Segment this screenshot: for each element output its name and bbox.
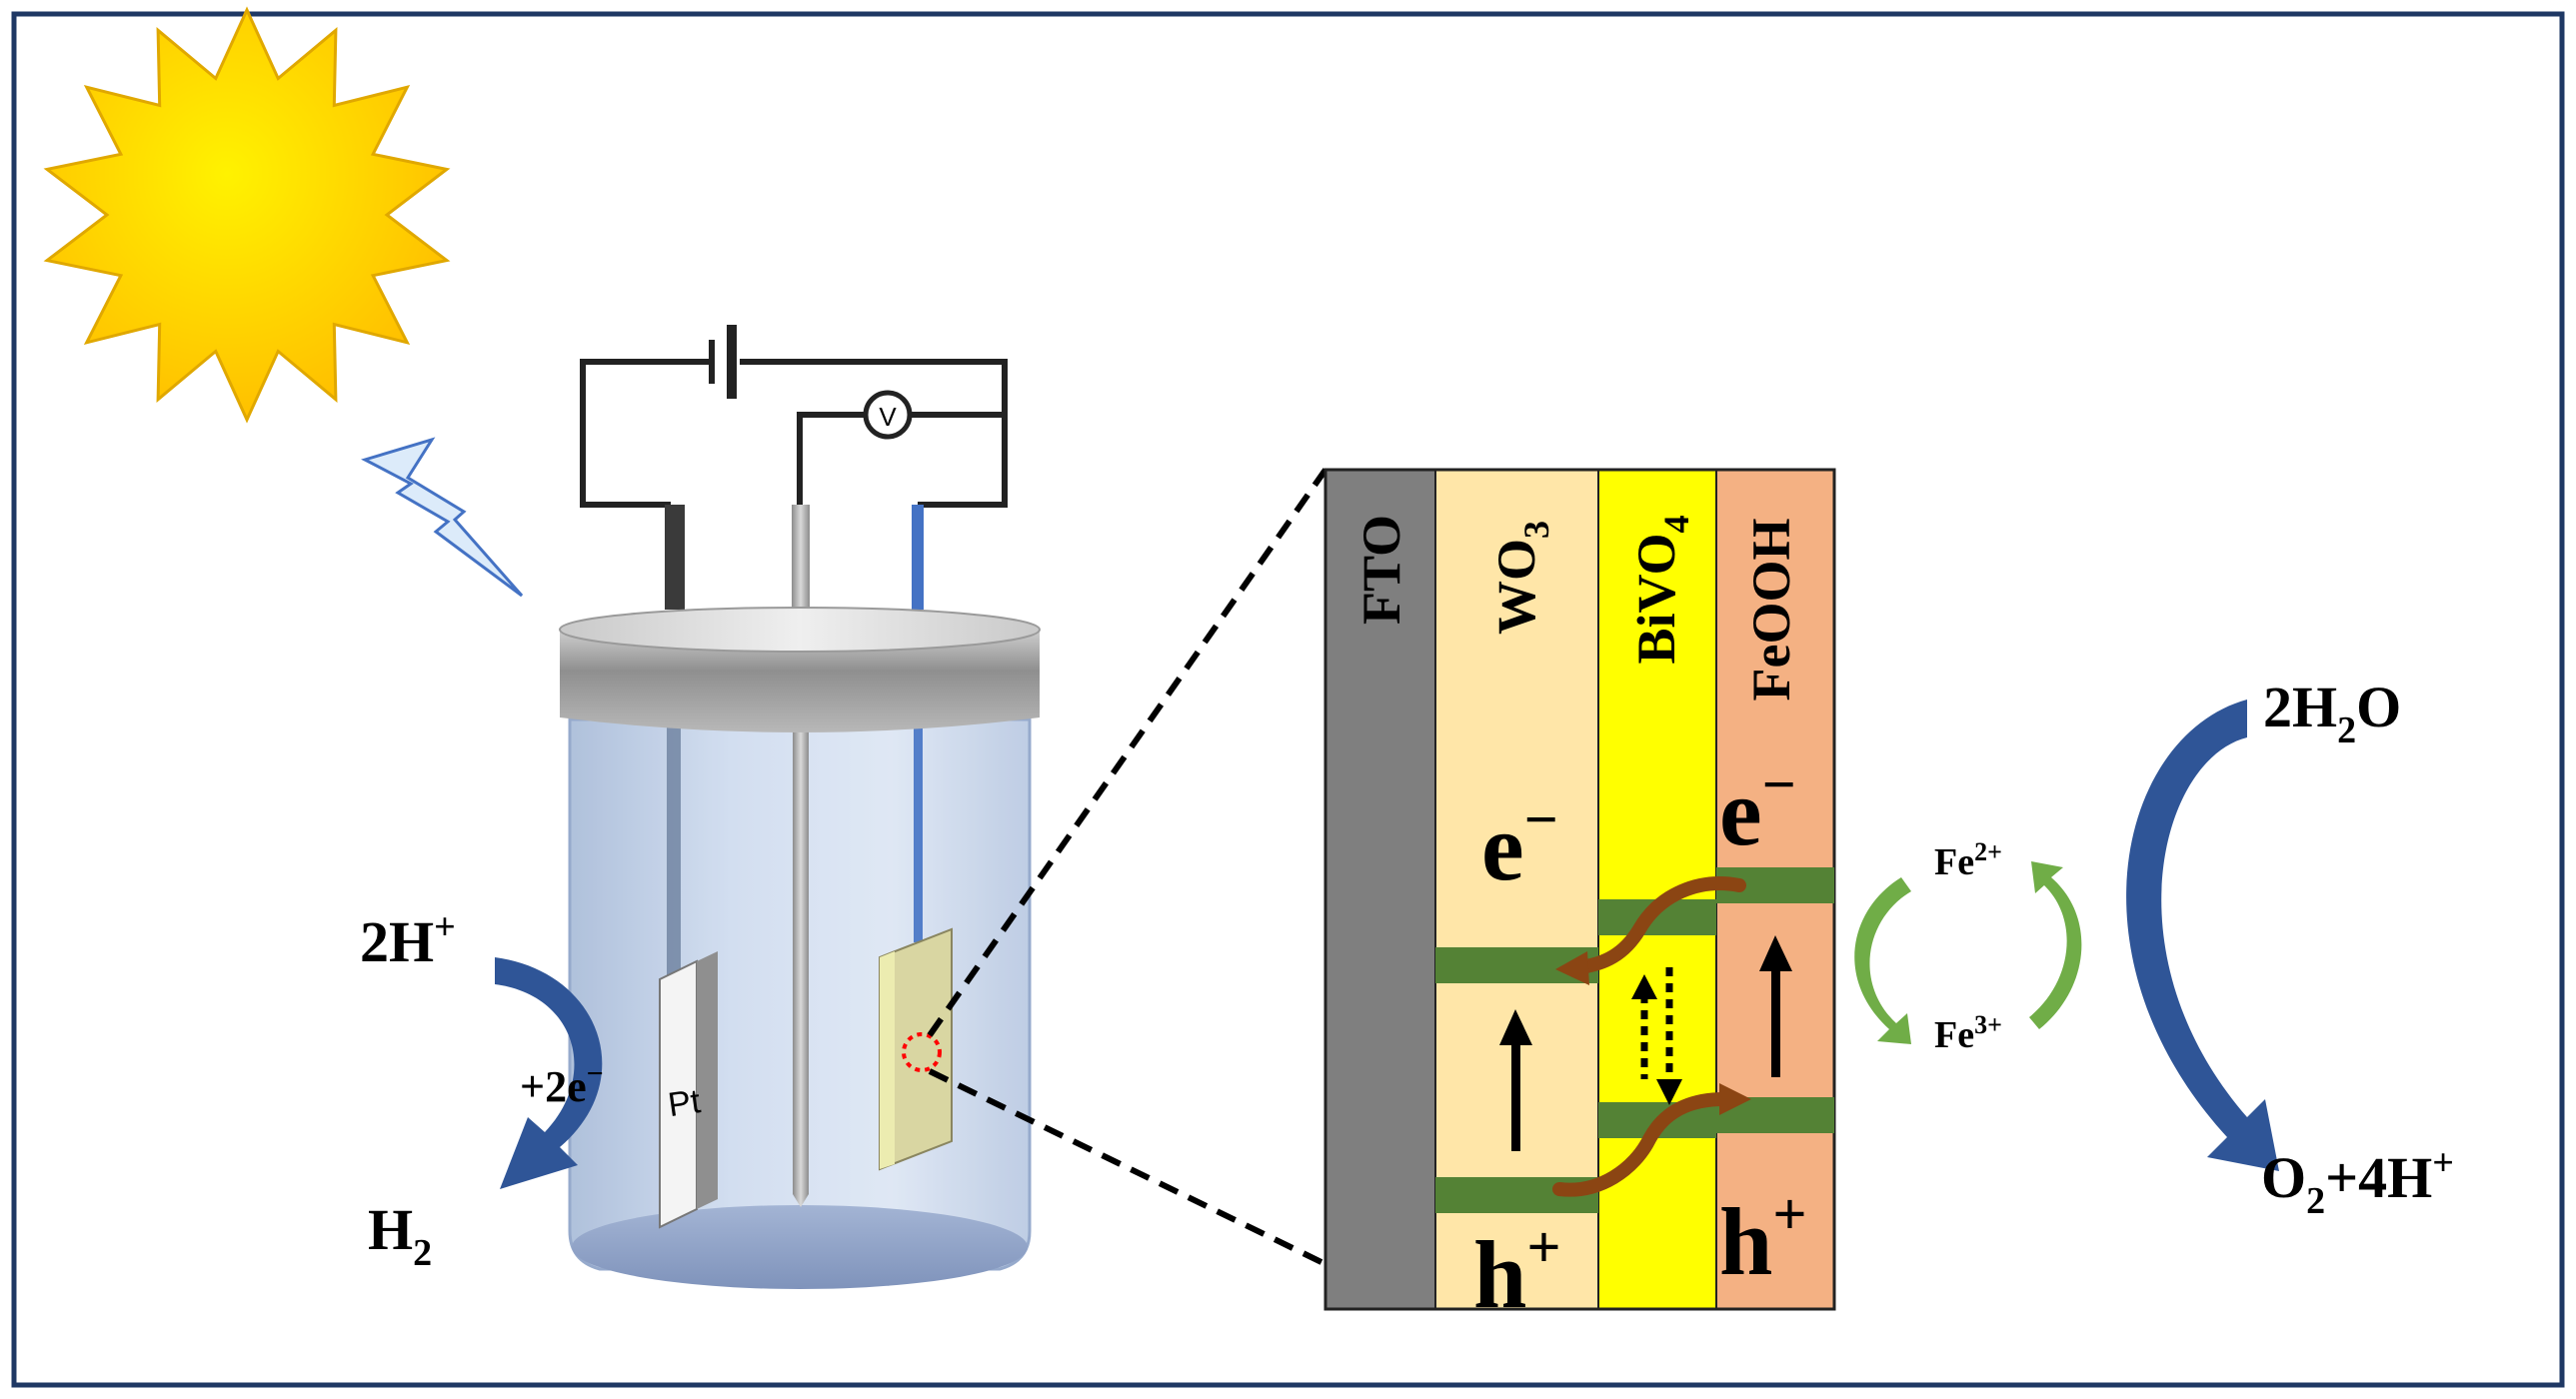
reference-electrode-rod	[665, 505, 685, 610]
fe-oxidation-arrow	[1854, 877, 1911, 1044]
wo3-label: WO3	[1486, 521, 1556, 635]
wo3-up-arrow	[1499, 1009, 1532, 1151]
cathode-product-label: H2	[368, 1197, 432, 1274]
hole-transfer-arrow	[1552, 1083, 1751, 1197]
pt-label: Pt	[666, 1082, 704, 1124]
fto-layer	[1325, 470, 1435, 1309]
voltmeter-icon: V	[863, 390, 913, 440]
center-electrode-submerged	[793, 727, 809, 1207]
wo3-hole-label: h+	[1473, 1214, 1561, 1328]
bivo4-label: BiVO4	[1626, 516, 1696, 665]
voltmeter-label: V	[879, 402, 897, 432]
wo3-electron-label: e−	[1481, 786, 1558, 900]
fto-label: FTO	[1351, 515, 1411, 625]
cell-bottom	[572, 1205, 1028, 1289]
fe-reduction-arrow	[2029, 861, 2082, 1029]
cell-lid	[560, 630, 1040, 732]
photoanode-edge	[880, 951, 895, 1169]
reference-electrode-submerged	[667, 727, 681, 977]
bivo4-dotted-arrows	[1631, 967, 1682, 1105]
feooh-electron-label: e−	[1719, 751, 1796, 865]
counter-electrode-rod	[792, 505, 810, 610]
feooh-up-arrow	[1759, 935, 1792, 1077]
cathode-arrow-body	[495, 957, 603, 1189]
anode-product-label: O2+4H+	[2261, 1142, 2454, 1222]
pt-electrode-face	[697, 951, 718, 1209]
feooh-hole-label: h+	[1719, 1181, 1807, 1295]
fe2-label: Fe2+	[1934, 837, 2002, 883]
light-bolt-icon	[361, 437, 524, 598]
cathode-electrons-label: +2e−	[520, 1057, 604, 1111]
cell-lid-top	[559, 607, 1041, 653]
fe-redox-cycle: Fe2+ Fe3+	[1854, 837, 2082, 1056]
working-wire-submerged	[914, 727, 923, 942]
fe3-label: Fe3+	[1934, 1010, 2002, 1056]
water-oxidation-arrow	[2126, 700, 2279, 1171]
zoom-lines	[927, 468, 1328, 1267]
wo3-layer	[1435, 470, 1598, 1309]
battery-icon	[709, 325, 737, 399]
magnified-region-marker	[902, 1032, 942, 1072]
feooh-label: FeOOH	[1741, 519, 1801, 701]
working-electrode-wire	[912, 505, 924, 610]
electron-transfer-arrow	[1555, 876, 1746, 985]
diagram-frame	[11, 11, 2565, 1388]
cathode-reactant-label: 2H+	[360, 906, 456, 974]
sun-icon	[43, 6, 451, 424]
anode-reactant-label: 2H2O	[2263, 675, 2401, 751]
band-diagram: FTO WO3 BiVO4 FeOOH e− e− h+ h+	[1323, 468, 1836, 1328]
